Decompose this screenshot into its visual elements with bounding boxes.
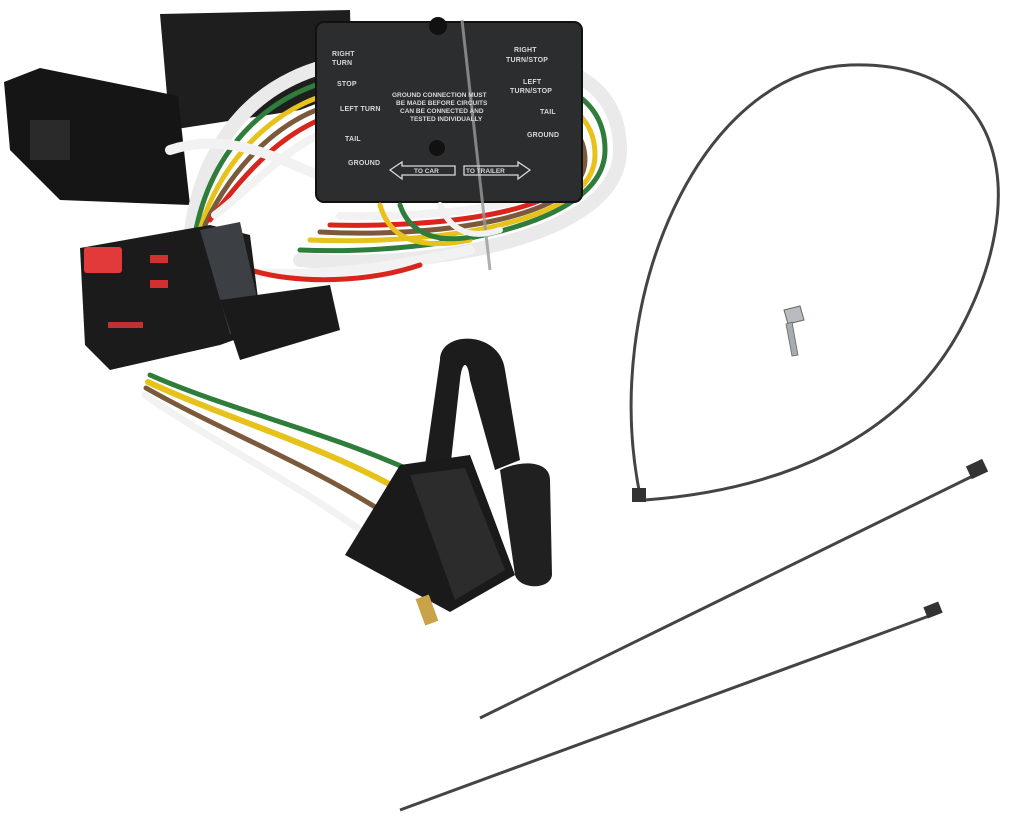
wires-lower	[247, 202, 503, 283]
label-left-4: TAIL	[345, 136, 361, 143]
mounting-screw	[783, 305, 805, 357]
converter-box: RIGHT TURN STOP LEFT TURN TAIL GROUND RI…	[315, 17, 583, 271]
label-right-3: TURN/STOP	[510, 88, 552, 95]
label-right-5: GROUND	[527, 132, 559, 139]
note-line-1: BE MADE BEFORE CIRCUITS	[396, 100, 488, 107]
label-left-3: LEFT TURN	[340, 106, 381, 113]
label-right-0: RIGHT	[514, 47, 537, 54]
flat-connector	[345, 338, 552, 626]
zip-tie-loop	[629, 63, 1000, 502]
flat-wire-lead	[141, 372, 413, 534]
label-right-4: TAIL	[540, 109, 556, 116]
note-line-2: CAN BE CONNECTED AND	[400, 108, 484, 115]
note-line-3: TESTED INDIVIDUALLY	[410, 116, 483, 123]
label-right-1: TURN/STOP	[506, 57, 548, 64]
vehicle-plug-back	[4, 10, 352, 205]
label-left-0: RIGHT	[332, 51, 355, 58]
arrow-left-label: TO CAR	[414, 168, 439, 175]
label-left-1: TURN	[332, 60, 352, 67]
arrow-right-label: TO TRAILER	[466, 168, 505, 175]
vehicle-connector	[80, 222, 340, 370]
label-left-5: GROUND	[348, 160, 380, 167]
zip-tie-long	[479, 458, 989, 720]
label-right-2: LEFT	[523, 79, 542, 86]
zip-tie-short	[399, 601, 943, 812]
note-line-0: GROUND CONNECTION MUST	[392, 92, 487, 99]
label-left-2: STOP	[337, 81, 357, 88]
